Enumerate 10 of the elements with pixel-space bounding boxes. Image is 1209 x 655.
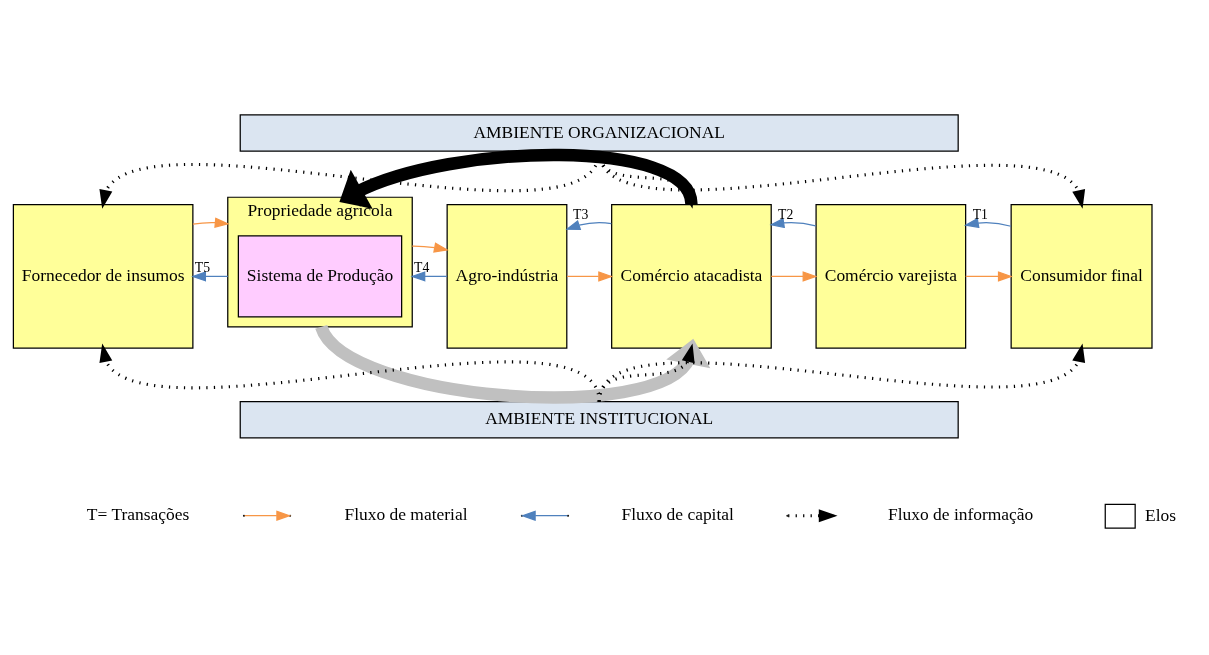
edge-label: T1	[972, 206, 988, 222]
edge-label: T2	[778, 206, 794, 222]
legend-label: Elos	[1145, 504, 1177, 525]
edge-label: T5	[194, 260, 210, 276]
label: T= Transações	[86, 504, 190, 525]
edge-label: T3	[573, 207, 589, 223]
legend-label: Fluxo de informação	[888, 504, 1034, 525]
legend-label: Fluxo de material	[344, 504, 468, 525]
edge-label: T4	[414, 260, 430, 276]
legend-label: Fluxo de capital	[621, 504, 734, 525]
